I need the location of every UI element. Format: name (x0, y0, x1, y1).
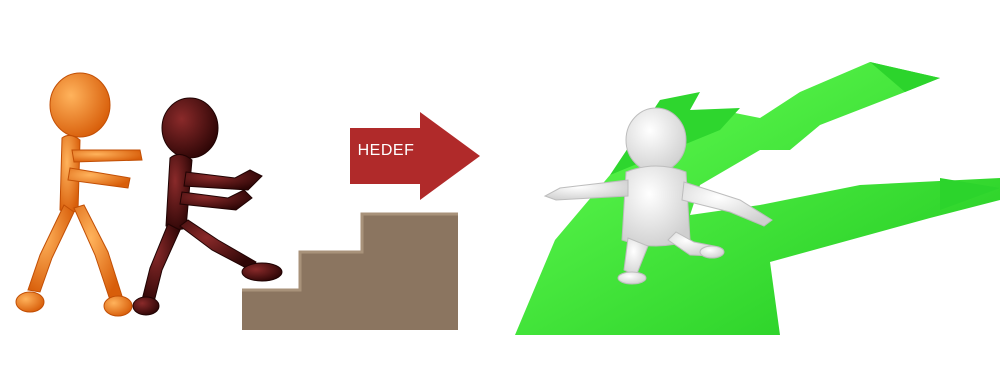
target-arrow-label: HEDEF (354, 142, 418, 160)
pushing-figure (16, 73, 142, 316)
climbing-figure (133, 98, 282, 315)
